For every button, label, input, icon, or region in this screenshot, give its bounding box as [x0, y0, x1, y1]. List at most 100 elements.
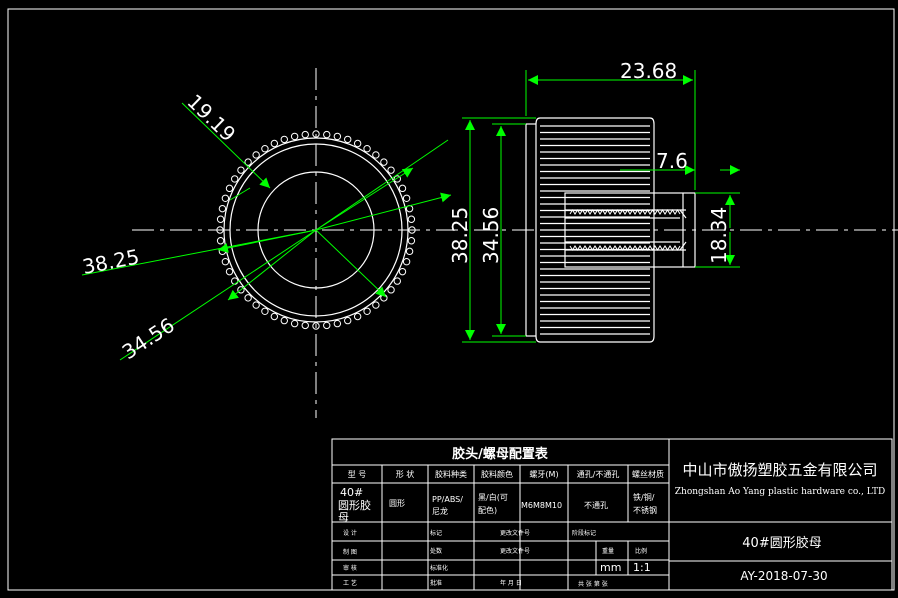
knurl-tooth [344, 316, 352, 325]
knurl-tooth [216, 215, 225, 223]
knurl-tooth [402, 194, 411, 202]
knurl-tooth [280, 316, 288, 325]
knurl-tooth [280, 135, 288, 144]
dim-19-19-label: 19.19 [183, 89, 241, 146]
svg-text:圆形胶: 圆形胶 [338, 498, 371, 512]
front-view [132, 68, 898, 418]
svg-text:1:1: 1:1 [633, 561, 651, 574]
knurl-tooth [225, 267, 234, 276]
dim-18-34-label: 18.34 [707, 207, 731, 264]
dim-7-6-label: 7.6 [656, 149, 688, 173]
svg-text:形 状: 形 状 [396, 469, 415, 479]
svg-text:更改文件号: 更改文件号 [500, 547, 530, 555]
svg-text:共 张 第 张: 共 张 第 张 [578, 580, 608, 588]
svg-text:配色): 配色) [478, 505, 497, 515]
svg-text:阶段标记: 阶段标记 [572, 529, 596, 537]
svg-text:40#: 40# [340, 486, 363, 499]
svg-text:标准化: 标准化 [430, 564, 448, 572]
knurl-tooth [261, 307, 269, 315]
knurl-tooth [402, 258, 411, 266]
knurl-lines [540, 125, 650, 335]
knurl-tooth [312, 322, 320, 330]
table-row: 40# 圆形胶 母 圆形 PP/ABS/ 尼龙 黑/白(可 配色) M6M8M1… [338, 486, 657, 524]
knurl-tooth [216, 237, 225, 245]
svg-text:胶料颜色: 胶料颜色 [481, 469, 513, 479]
knurl-tooth [270, 312, 279, 321]
knurl-tooth [237, 286, 245, 294]
knurl-tooth [387, 286, 395, 294]
knurl-tooth [216, 226, 224, 234]
knurl-tooth [372, 151, 380, 159]
svg-text:年 月 日: 年 月 日 [500, 579, 522, 587]
part-name: 40#圆形胶母 [742, 535, 821, 551]
table-title: 胶头/螺母配置表 [452, 446, 549, 462]
svg-text:标记: 标记 [430, 529, 442, 537]
svg-text:比例: 比例 [635, 547, 647, 555]
svg-text:M6M8M10: M6M8M10 [521, 501, 562, 510]
svg-text:mm: mm [600, 561, 621, 574]
knurl-tooth [393, 277, 401, 285]
svg-text:工 艺: 工 艺 [343, 579, 357, 587]
knurl-tooth [301, 321, 309, 330]
svg-text:批准: 批准 [430, 579, 442, 587]
title-block [331, 438, 893, 591]
company-name-cn: 中山市傲扬塑胶五金有限公司 [682, 461, 877, 479]
svg-text:铁/铜/: 铁/铜/ [633, 492, 655, 502]
knurl-tooth [353, 139, 362, 148]
svg-text:处数: 处数 [430, 547, 442, 555]
svg-text:尼龙: 尼龙 [432, 506, 448, 516]
knurl-tooth [407, 215, 416, 223]
svg-text:审 核: 审 核 [343, 564, 357, 572]
knurl-tooth [333, 319, 342, 328]
knurl-tooth [387, 166, 395, 174]
thread-teeth [569, 209, 681, 251]
svg-text:制 图: 制 图 [343, 548, 357, 556]
inner-circle [257, 171, 375, 289]
svg-text:黑/白(可: 黑/白(可 [478, 492, 508, 502]
svg-text:设 计: 设 计 [343, 529, 357, 537]
table-headers: 型 号 形 状 胶料种类 胶料颜色 螺牙(M) 通孔/不通孔 螺丝材质 [348, 469, 664, 479]
svg-text:型 号: 型 号 [348, 470, 367, 479]
knurl-tooth [323, 321, 331, 330]
svg-text:圆形: 圆形 [389, 499, 405, 508]
dim-34-56-vert-label: 34.56 [479, 207, 503, 264]
knurl-tooth [237, 166, 245, 174]
body-circle [229, 143, 403, 317]
svg-text:通孔/不通孔: 通孔/不通孔 [577, 469, 620, 479]
drawing-date: AY-2018-07-30 [740, 569, 827, 583]
knurl-tooth [393, 175, 401, 183]
side-view-dimensions [462, 70, 740, 343]
knurl-tooth [252, 301, 260, 309]
dim-38-25-left-label: 38.25 [80, 244, 141, 278]
knurl-tooth [290, 319, 299, 328]
title-block-small-labels: 设 计 标记 更改文件号 制 图 处数 更改文件号 审 核 标准化 工 艺 批准… [343, 529, 651, 588]
knurl-tooth [363, 307, 371, 315]
company-name-en: Zhongshan Ao Yang plastic hardware co., … [675, 487, 885, 497]
knurl-tooth [218, 204, 227, 213]
knurl-tooth [407, 237, 416, 245]
svg-text:PP/ABS/: PP/ABS/ [432, 495, 463, 504]
knurl-tooth [270, 139, 279, 148]
knurl-tooth [405, 247, 414, 256]
svg-text:螺牙(M): 螺牙(M) [529, 469, 558, 479]
svg-text:重量: 重量 [602, 547, 614, 555]
knurl-tooth [225, 184, 234, 193]
dim-23-68-label: 23.68 [620, 59, 677, 83]
knurl-tooth [333, 132, 342, 141]
svg-text:母: 母 [338, 511, 349, 524]
knurl-tooth [323, 130, 331, 139]
knurl-tooth [408, 226, 416, 234]
thread-tooth-row [569, 245, 681, 251]
knurl-tooth [290, 132, 299, 141]
dim-38-25-vert-label: 38.25 [448, 207, 472, 264]
knurl-tooth [398, 267, 407, 276]
side-view [525, 117, 696, 343]
svg-text:螺丝材质: 螺丝材质 [632, 469, 664, 479]
knurl-tooth [312, 130, 320, 138]
knurl-tooth [221, 258, 230, 266]
thread-tooth-row [569, 209, 681, 215]
knurl-tooth [363, 145, 371, 153]
dim-34-56-left-label: 34.56 [118, 313, 179, 364]
knurl-tooth [261, 145, 269, 153]
